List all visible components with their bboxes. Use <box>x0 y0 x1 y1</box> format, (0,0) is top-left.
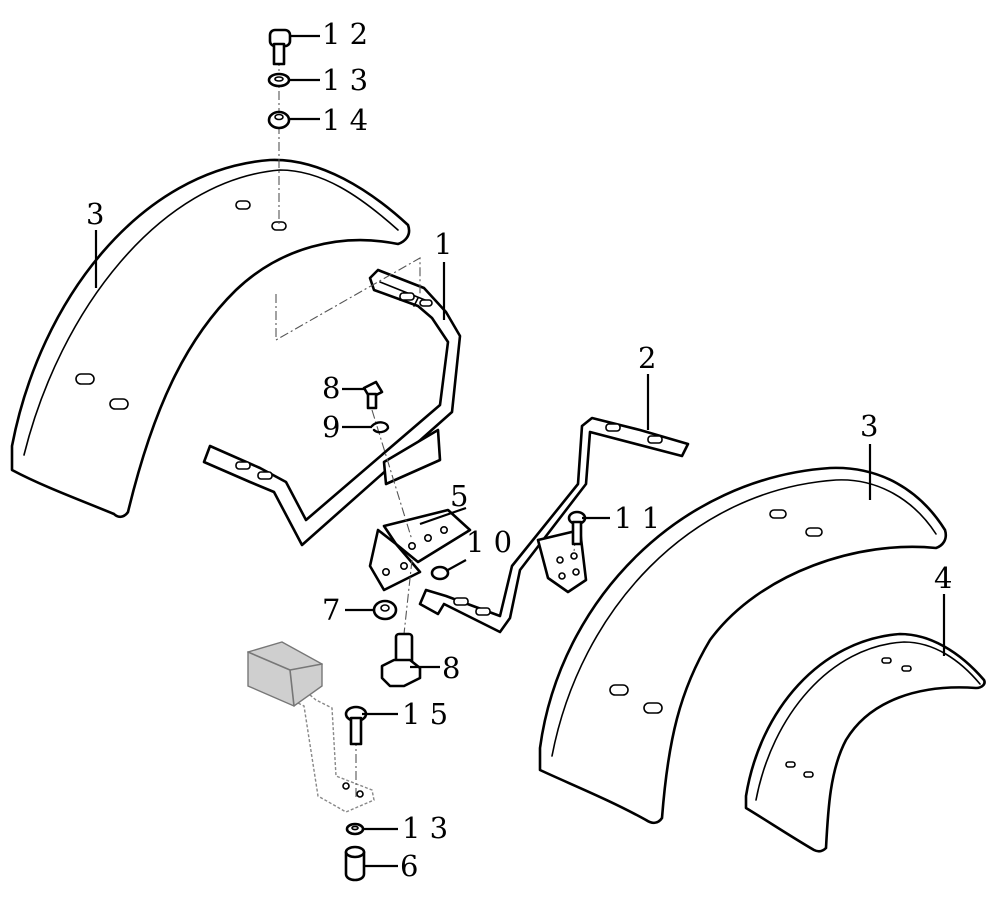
washer-13-bottom <box>345 822 365 836</box>
callout-labels: 1 2 1 3 1 4 3 1 8 9 5 1 0 2 1 1 3 4 7 8 … <box>86 17 952 883</box>
bracket-slot <box>453 597 469 606</box>
right-fender <box>538 466 948 825</box>
right-fender-slot <box>805 527 823 537</box>
right-bracket <box>418 416 690 634</box>
small-fender <box>744 632 986 853</box>
callout-11: 1 1 <box>614 501 660 535</box>
bracket-slot <box>475 607 491 616</box>
callout-9: 9 <box>322 410 340 444</box>
mounting-plate <box>368 508 472 592</box>
washer-13-top <box>267 72 291 88</box>
callout-8-top: 8 <box>322 371 340 405</box>
left-bracket <box>202 268 462 547</box>
callout-13-bottom: 1 3 <box>402 811 448 845</box>
callout-13-top: 1 3 <box>322 63 368 97</box>
left-fender-slot <box>235 200 251 210</box>
callout-2: 2 <box>638 341 656 375</box>
callout-15: 1 5 <box>402 697 448 731</box>
bolt-8-top <box>362 380 384 410</box>
callout-4: 4 <box>934 561 952 595</box>
callout-7: 7 <box>322 593 340 627</box>
bracket-slot <box>647 435 663 444</box>
bolt-8-bottom <box>380 632 422 688</box>
callout-3-right: 3 <box>860 409 878 443</box>
callout-5: 5 <box>450 479 468 513</box>
bolt-12 <box>268 28 292 66</box>
left-fender-slot <box>109 398 129 410</box>
bracket-slot <box>235 461 251 470</box>
ghost-mount-bracket <box>247 641 375 813</box>
spacer-6 <box>344 845 366 882</box>
bolt-15 <box>344 705 368 746</box>
nut-10 <box>430 565 450 581</box>
nut-14 <box>267 110 291 130</box>
bracket-slot <box>419 299 433 307</box>
left-fender <box>10 158 411 519</box>
callout-3-left: 3 <box>86 197 104 231</box>
right-fender-slot <box>609 684 629 696</box>
right-fender-slot <box>769 509 787 519</box>
bracket-slot <box>605 423 621 432</box>
callout-1: 1 <box>434 227 452 261</box>
callout-10: 1 0 <box>466 525 512 559</box>
callout-12: 1 2 <box>322 17 368 51</box>
leader-lines <box>94 34 946 868</box>
left-fender-slot <box>75 373 95 385</box>
right-fender-slot <box>643 702 663 714</box>
bracket-slot <box>257 471 273 480</box>
callout-8-bottom: 8 <box>442 651 460 685</box>
bracket-slot <box>399 292 415 301</box>
washer-7 <box>372 599 398 621</box>
clip-9 <box>370 421 390 434</box>
callout-6: 6 <box>400 849 418 883</box>
callout-14: 1 4 <box>322 103 368 137</box>
